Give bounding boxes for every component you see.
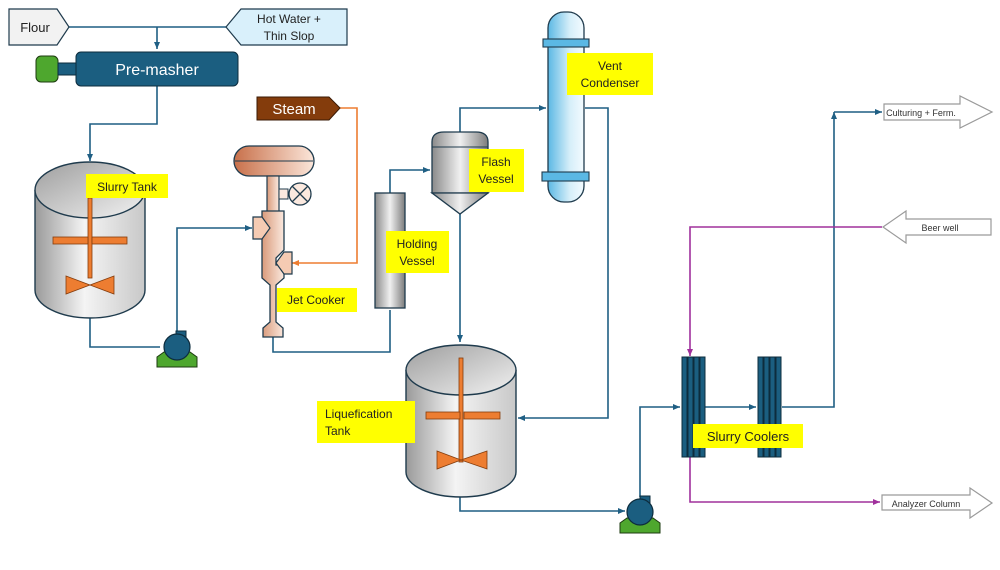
pipe-steam-to-jetcooker (292, 107, 358, 266)
flash-vessel-label-2: Vessel (478, 172, 513, 186)
hot-water-stream-tag: Hot Water + Thin Slop (225, 8, 348, 46)
slurry-coolers-tag: Slurry Coolers (693, 424, 803, 448)
slurry-tank: Slurry Tank (34, 161, 168, 319)
analyzer-label: Analyzer Column (892, 499, 961, 509)
premasher-label: Pre-masher (115, 62, 199, 79)
flour-stream-tag: Flour (8, 8, 70, 46)
pipe-condenser-to-liq (518, 107, 609, 421)
flour-label: Flour (20, 20, 50, 35)
slurry-tank-label: Slurry Tank (97, 180, 158, 194)
pipe-jetcooker-to-holding (272, 310, 391, 353)
pipe-holding-to-flash (389, 167, 430, 193)
beer-well-label: Beer well (921, 223, 958, 233)
premasher: Pre-masher (35, 51, 239, 87)
pipe-flash-to-condenser (459, 105, 546, 132)
slurry-cooler-1 (681, 356, 706, 458)
holding-vessel-label-1: Holding (397, 237, 438, 251)
flash-vessel-label-1: Flash (481, 155, 510, 169)
slurry-cooler-2 (757, 356, 782, 458)
pipe-beerwell-to-cooler (687, 226, 882, 356)
liquefication-pump (619, 495, 661, 534)
hot-water-label-2: Thin Slop (264, 29, 315, 43)
holding-vessel: Holding Vessel (374, 192, 449, 309)
culturing-label: Culturing + Ferm. (886, 108, 956, 118)
jet-cooker-label: Jet Cooker (287, 293, 345, 307)
vent-condenser-label-2: Condenser (581, 76, 640, 90)
slurry-pump (156, 330, 198, 368)
holding-vessel-label-2: Vessel (399, 254, 434, 268)
steam-label: Steam (272, 101, 315, 118)
pipe-cooler-to-analyzer (689, 457, 880, 505)
steam-stream-tag: Steam (256, 96, 341, 121)
pipe-cooler2-to-culturing (782, 112, 837, 408)
analyzer-stream-arrow: Analyzer Column (881, 486, 994, 520)
pipe-premasher-to-slurry (87, 86, 158, 161)
pipe-pump-to-cooler1 (639, 404, 680, 497)
vent-condenser: Vent Condenser (541, 11, 653, 203)
jet-cooker: Jet Cooker (233, 145, 357, 338)
slurry-coolers-label: Slurry Coolers (707, 429, 790, 444)
flash-vessel: Flash Vessel (430, 131, 524, 215)
liquefication-tank-label-1: Liquefication (325, 407, 392, 421)
hot-water-label-1: Hot Water + (257, 12, 321, 26)
pipe-liq-to-pump (459, 496, 625, 514)
liquefication-tank: Liquefication Tank (317, 344, 517, 498)
liquefication-tank-label-2: Tank (325, 424, 351, 438)
vent-condenser-label-1: Vent (598, 59, 623, 73)
pipe-slurry-to-pump (89, 318, 160, 348)
pipe-pump-to-jetcooker (176, 225, 252, 337)
culturing-stream-arrow: Culturing + Ferm. (883, 95, 994, 129)
beer-well-stream-arrow: Beer well (881, 209, 992, 245)
